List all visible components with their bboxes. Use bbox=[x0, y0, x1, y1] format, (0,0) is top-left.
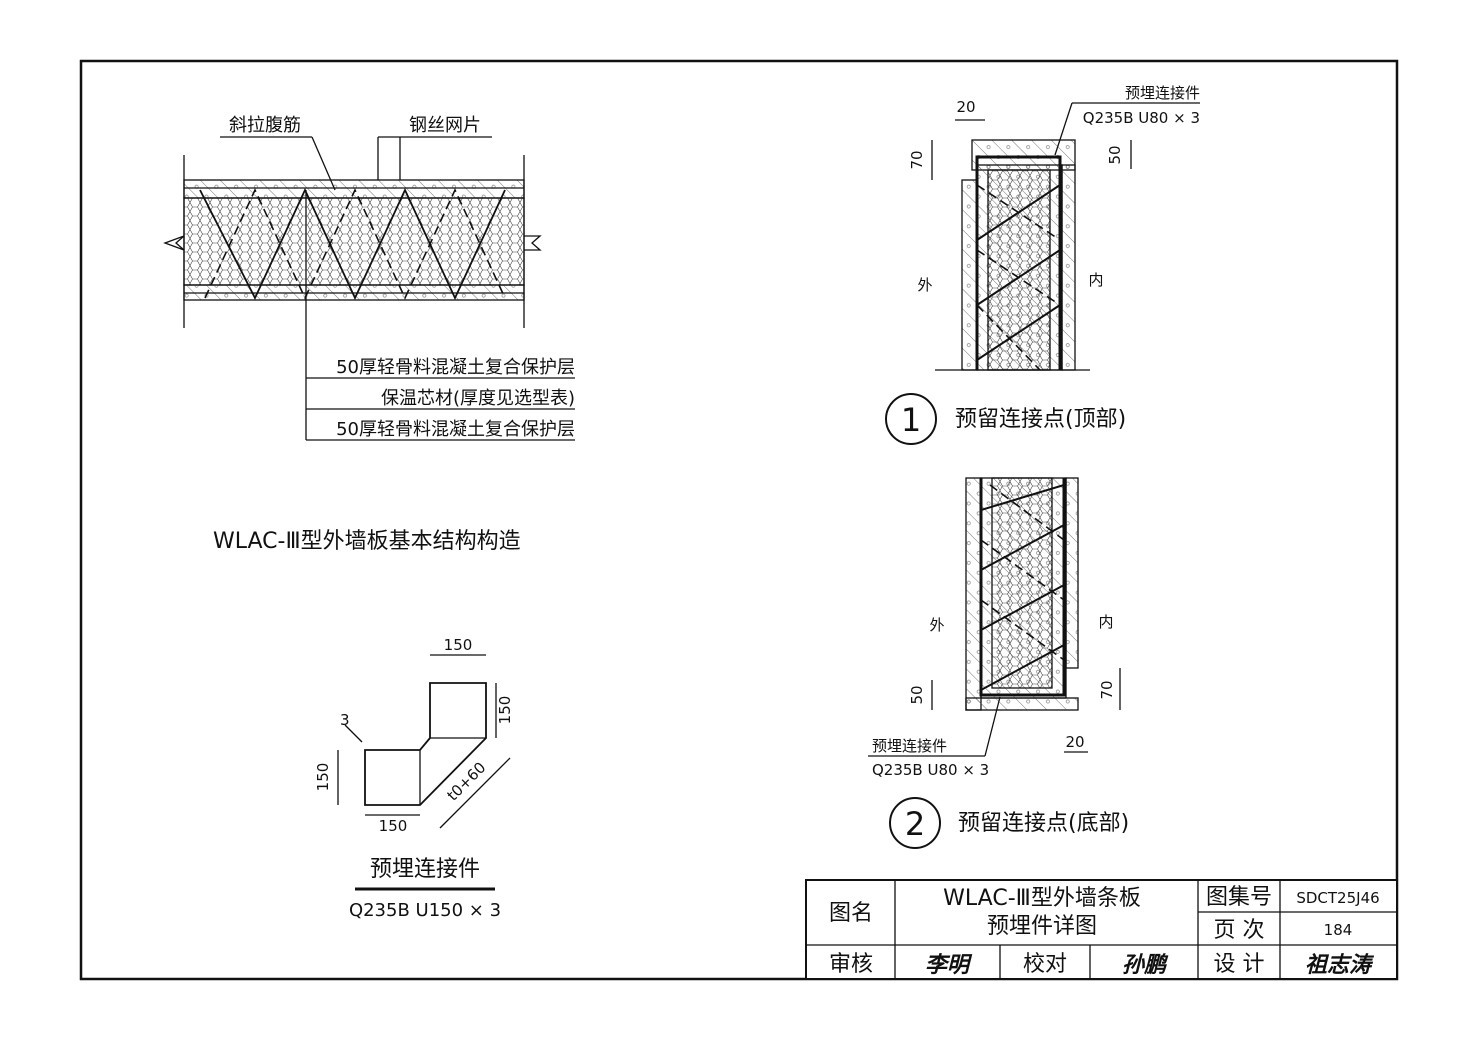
name-label: 图名 bbox=[829, 901, 873, 926]
review-signature: 李明 bbox=[925, 952, 973, 978]
title-block: 图名 WLAC-Ⅲ型外墙条板 预埋件详图 图集号 SDCT25J46 页 次 1… bbox=[805, 879, 1398, 980]
check-signature: 孙鹏 bbox=[1122, 952, 1169, 978]
check-label: 校对 bbox=[1023, 952, 1067, 977]
review-label: 审核 bbox=[829, 952, 873, 977]
dim-text: 70 bbox=[908, 150, 926, 169]
inside-label: 内 bbox=[1088, 271, 1103, 289]
top-protective-layer bbox=[183, 179, 525, 199]
dim-text: 3 bbox=[340, 711, 350, 729]
layer-label: 50厚轻骨料混凝土复合保护层 bbox=[336, 419, 575, 440]
dim-text: t0+60 bbox=[443, 758, 489, 804]
diagonal-rebar-hidden bbox=[204, 188, 506, 300]
drawing-name-line1: WLAC-Ⅲ型外墙条板 bbox=[943, 886, 1141, 911]
detail-1-top-connection: 20 70 50 预埋连接件 Q235B U80 × 3 外 内 bbox=[908, 84, 1200, 371]
detail-1-title: 预留连接点(顶部) bbox=[955, 407, 1126, 432]
section-caption: WLAC-Ⅲ型外墙板基本结构构造 bbox=[213, 529, 521, 554]
outside-label: 外 bbox=[929, 616, 944, 634]
connector-title: 预埋连接件 bbox=[370, 857, 480, 882]
connector-label: 预埋连接件 bbox=[1125, 84, 1200, 102]
dim-text: 150 bbox=[444, 636, 473, 654]
wire-mesh-label: 钢丝网片 bbox=[409, 115, 481, 136]
dim-text: 150 bbox=[379, 817, 408, 835]
diagonal-rebar-label: 斜拉腹筋 bbox=[229, 115, 301, 136]
detail-number-badge bbox=[885, 393, 937, 445]
dim-text: 70 bbox=[1098, 680, 1116, 699]
diagonal-rebar bbox=[199, 187, 506, 301]
page-label: 页 次 bbox=[1214, 918, 1265, 943]
atlas-number: SDCT25J46 bbox=[1296, 889, 1379, 907]
insulation-core bbox=[183, 197, 525, 286]
detail-2-bottom-connection: 50 70 20 预埋连接件 Q235B U80 × 3 外 内 bbox=[868, 477, 1121, 779]
drawing-name-line2: 预埋件详图 bbox=[987, 914, 1097, 939]
design-label: 设 计 bbox=[1214, 952, 1265, 977]
connector-label: 预埋连接件 bbox=[872, 737, 947, 755]
dim-text: 50 bbox=[1106, 145, 1124, 164]
break-mark-icon bbox=[524, 235, 542, 251]
break-mark-icon bbox=[163, 235, 185, 251]
connector-spec: Q235B U80 × 3 bbox=[1083, 109, 1200, 127]
page-number: 184 bbox=[1324, 921, 1353, 939]
layer-label: 50厚轻骨料混凝土复合保护层 bbox=[336, 357, 575, 378]
detail-number: 1 bbox=[901, 401, 921, 439]
outside-label: 外 bbox=[917, 276, 932, 294]
dim-text: 50 bbox=[908, 685, 926, 704]
detail-2-title: 预留连接点(底部) bbox=[958, 811, 1129, 836]
dim-text: 150 bbox=[314, 763, 332, 792]
atlas-label: 图集号 bbox=[1206, 885, 1272, 910]
sheet-border bbox=[79, 59, 1399, 981]
dim-text: 150 bbox=[496, 696, 514, 725]
detail-number-badge bbox=[889, 797, 941, 849]
dim-text: 20 bbox=[956, 98, 975, 116]
layer-label: 保温芯材(厚度见选型表) bbox=[381, 388, 575, 409]
inside-label: 内 bbox=[1098, 613, 1113, 631]
design-signature: 祖志涛 bbox=[1305, 952, 1375, 978]
connector-spec: Q235B U150 × 3 bbox=[349, 900, 501, 921]
wall-panel-section: 斜拉腹筋 钢丝网片 50厚轻骨料混凝土复合保护层 保温芯材(厚度见选型表) 50… bbox=[163, 115, 575, 441]
dim-text: 20 bbox=[1065, 733, 1084, 751]
detail-number: 2 bbox=[905, 805, 925, 843]
embedded-connector-drawing: 150 150 150 150 t0+60 3 bbox=[314, 636, 514, 835]
connector-spec: Q235B U80 × 3 bbox=[872, 761, 989, 779]
